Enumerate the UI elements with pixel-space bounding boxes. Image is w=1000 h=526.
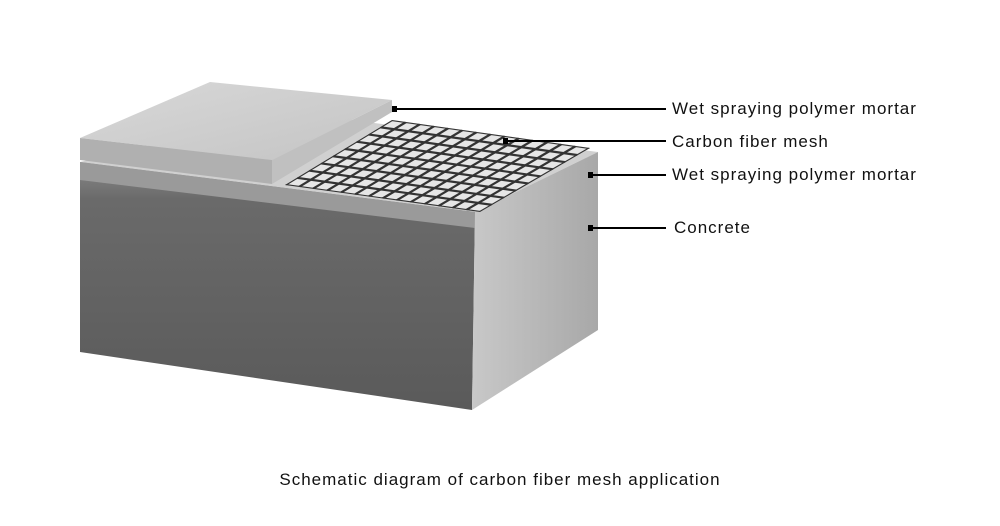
label-top-mortar: Wet spraying polymer mortar — [672, 99, 917, 118]
leader-lines — [394, 108, 666, 229]
mesh-strand — [320, 162, 517, 192]
leader-dot-concrete — [588, 225, 593, 231]
top-mortar-slab — [80, 82, 392, 184]
mesh-strand — [381, 133, 492, 200]
mesh-strand — [285, 183, 481, 212]
bottom-mortar-band-front — [80, 162, 475, 228]
mesh-strand — [344, 147, 542, 178]
mesh-strand — [379, 126, 578, 157]
top-slab-top-face — [80, 82, 392, 160]
mesh-strand — [356, 140, 554, 171]
leader-dots — [392, 106, 593, 231]
concrete-side-face — [472, 152, 598, 410]
leader-dot-top-mortar — [392, 106, 397, 112]
top-slab-side-face — [272, 100, 392, 184]
mesh-strand — [332, 155, 530, 185]
mesh-strand — [368, 131, 478, 198]
mesh-strand — [298, 121, 407, 188]
mesh-strand — [340, 127, 450, 194]
mesh-strand — [451, 143, 563, 210]
leader-dot-bottom-mortar — [588, 172, 593, 178]
mesh-strand — [465, 145, 577, 212]
mesh-strand — [437, 141, 549, 208]
mesh-strand — [296, 176, 493, 206]
top-slab-front-face — [80, 138, 272, 184]
concrete-front-face — [80, 162, 475, 410]
label-concrete: Concrete — [674, 218, 751, 237]
label-bottom-mortar: Wet spraying polymer mortar — [672, 165, 917, 184]
leader-dot-mesh — [503, 138, 508, 144]
mesh-strand — [308, 169, 505, 199]
mesh-strand — [368, 133, 566, 164]
mesh-strand — [326, 125, 435, 192]
mesh-strand — [423, 139, 534, 206]
mesh-strand — [395, 135, 506, 202]
mesh-strand — [409, 137, 520, 204]
diagram-caption: Schematic diagram of carbon fiber mesh a… — [279, 470, 721, 489]
label-carbon-fiber-mesh: Carbon fiber mesh — [672, 132, 829, 151]
mesh-strand — [312, 123, 421, 190]
mesh-strand — [354, 129, 464, 196]
